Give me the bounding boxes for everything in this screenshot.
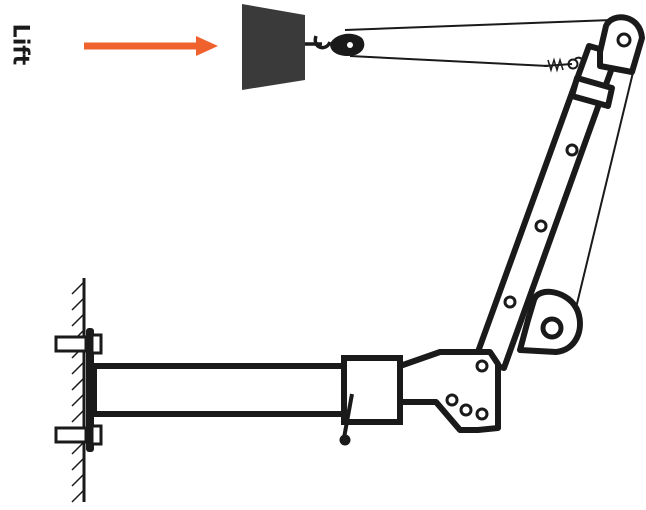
boom-collar-band: [569, 75, 615, 109]
cables: [344, 19, 637, 313]
lower-cable: [349, 55, 549, 67]
mounting-plate: [86, 328, 94, 452]
bolt-lower: [54, 424, 103, 446]
boom-holes: [503, 143, 579, 309]
arrow-head: [196, 36, 218, 56]
tension-spring: [543, 56, 584, 73]
boom-side-cable: [574, 59, 637, 313]
boom-tip-pin: [616, 32, 632, 48]
pivot-pin: [540, 316, 564, 340]
arm-collar: [341, 355, 403, 425]
elbow-holes: [445, 359, 489, 421]
wall-hatch-icon: [71, 278, 86, 503]
hook-icon: [305, 35, 332, 50]
lift-direction-arrow: [84, 36, 218, 56]
pulley-icon: [330, 33, 365, 56]
elbow-joint-block: [397, 349, 501, 433]
load-block-icon: [242, 4, 305, 90]
bolt-upper: [54, 333, 103, 355]
upper-cable: [344, 19, 613, 31]
locking-lever: [339, 393, 354, 446]
horizontal-arm: [91, 363, 347, 417]
